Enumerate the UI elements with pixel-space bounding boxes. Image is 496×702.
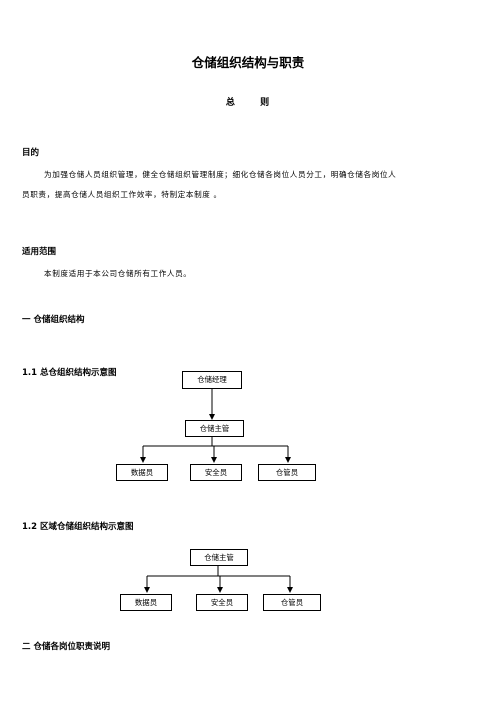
scope-heading: 适用范围 bbox=[22, 247, 57, 257]
chart1-node-child-2: 仓管员 bbox=[258, 464, 316, 481]
scope-text: 本制度适用于本公司仓储所有工作人员。 bbox=[44, 269, 192, 278]
document-subtitle: 总 则 bbox=[0, 95, 496, 108]
purpose-text-line1: 为加强仓储人员组织管理，健全仓储组织管理制度；细化仓储各岗位人员分工，明确仓储各… bbox=[44, 170, 397, 179]
purpose-heading: 目的 bbox=[22, 148, 40, 158]
chart2-node-child-2: 仓管员 bbox=[263, 594, 321, 611]
chart1-node-child-1: 安全员 bbox=[190, 464, 242, 481]
document-title: 仓储组织结构与职责 bbox=[191, 55, 305, 70]
chart1-node-child-0: 数据员 bbox=[116, 464, 168, 481]
chart1-node-top: 仓储经理 bbox=[182, 371, 242, 389]
subsection-1-1-heading: 1.1 总仓组织结构示意图 bbox=[22, 368, 117, 378]
chart2-node-child-0: 数据员 bbox=[120, 594, 172, 611]
subtitle-char-left: 总 bbox=[225, 98, 236, 108]
chart2-node-child-1: 安全员 bbox=[196, 594, 248, 611]
subtitle-char-right: 则 bbox=[260, 98, 271, 108]
chart2-node-top: 仓储主管 bbox=[190, 549, 248, 566]
subsection-1-2-heading: 1.2 区域仓储组织结构示意图 bbox=[22, 522, 134, 532]
chart1-node-mid: 仓储主管 bbox=[185, 420, 244, 437]
purpose-text-line2: 员职责，提高仓储人员组织工作效率，特制定本制度 。 bbox=[22, 190, 222, 199]
section-2-heading: 二 仓储各岗位职责说明 bbox=[22, 642, 110, 652]
section-1-heading: 一 仓储组织结构 bbox=[22, 315, 85, 325]
